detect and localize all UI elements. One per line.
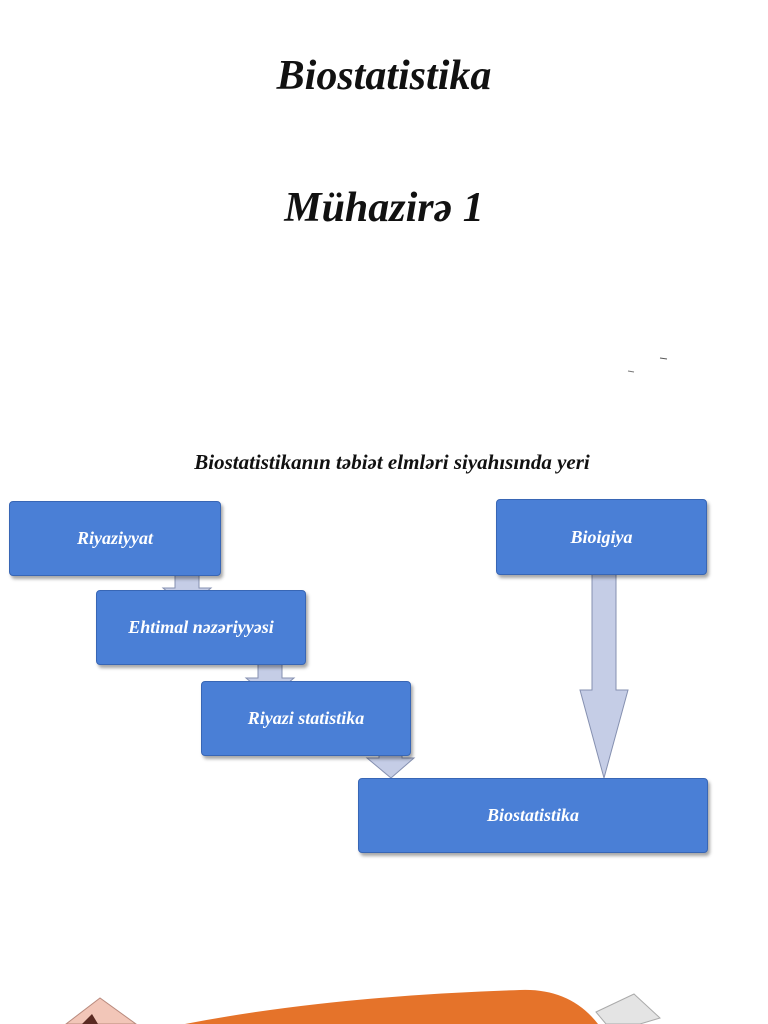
arrow-biology-to-biostats [579,573,629,780]
lecture-title: Mühazirə 1 [284,185,484,231]
box-math-statistics-label: Riyazi statistika [247,708,365,728]
box-probability-theory: Ehtimal nəzəriyyəsi [96,590,306,665]
page-title: Biostatistika [276,53,492,99]
pink-card-shape [65,997,137,1024]
box-biology-label: Bioigiya [570,526,633,547]
footer-decoration [65,989,661,1024]
box-mathematics: Riyaziyyat [9,501,221,576]
box-biology: Bioigiya [496,499,707,575]
diagram-caption: Biostatistikanın təbiət elmləri siyahısı… [194,450,590,474]
box-mathematics-label: Riyaziyyat [77,528,153,548]
box-biostatistics-label: Biostatistika [486,805,580,825]
gray-object-shape [595,993,661,1024]
box-math-statistics: Riyazi statistika [201,681,411,756]
box-probability-theory-label: Ehtimal nəzəriyyəsi [128,617,274,637]
box-biostatistics: Biostatistika [358,778,708,853]
orange-swoosh-shape [185,989,598,1024]
